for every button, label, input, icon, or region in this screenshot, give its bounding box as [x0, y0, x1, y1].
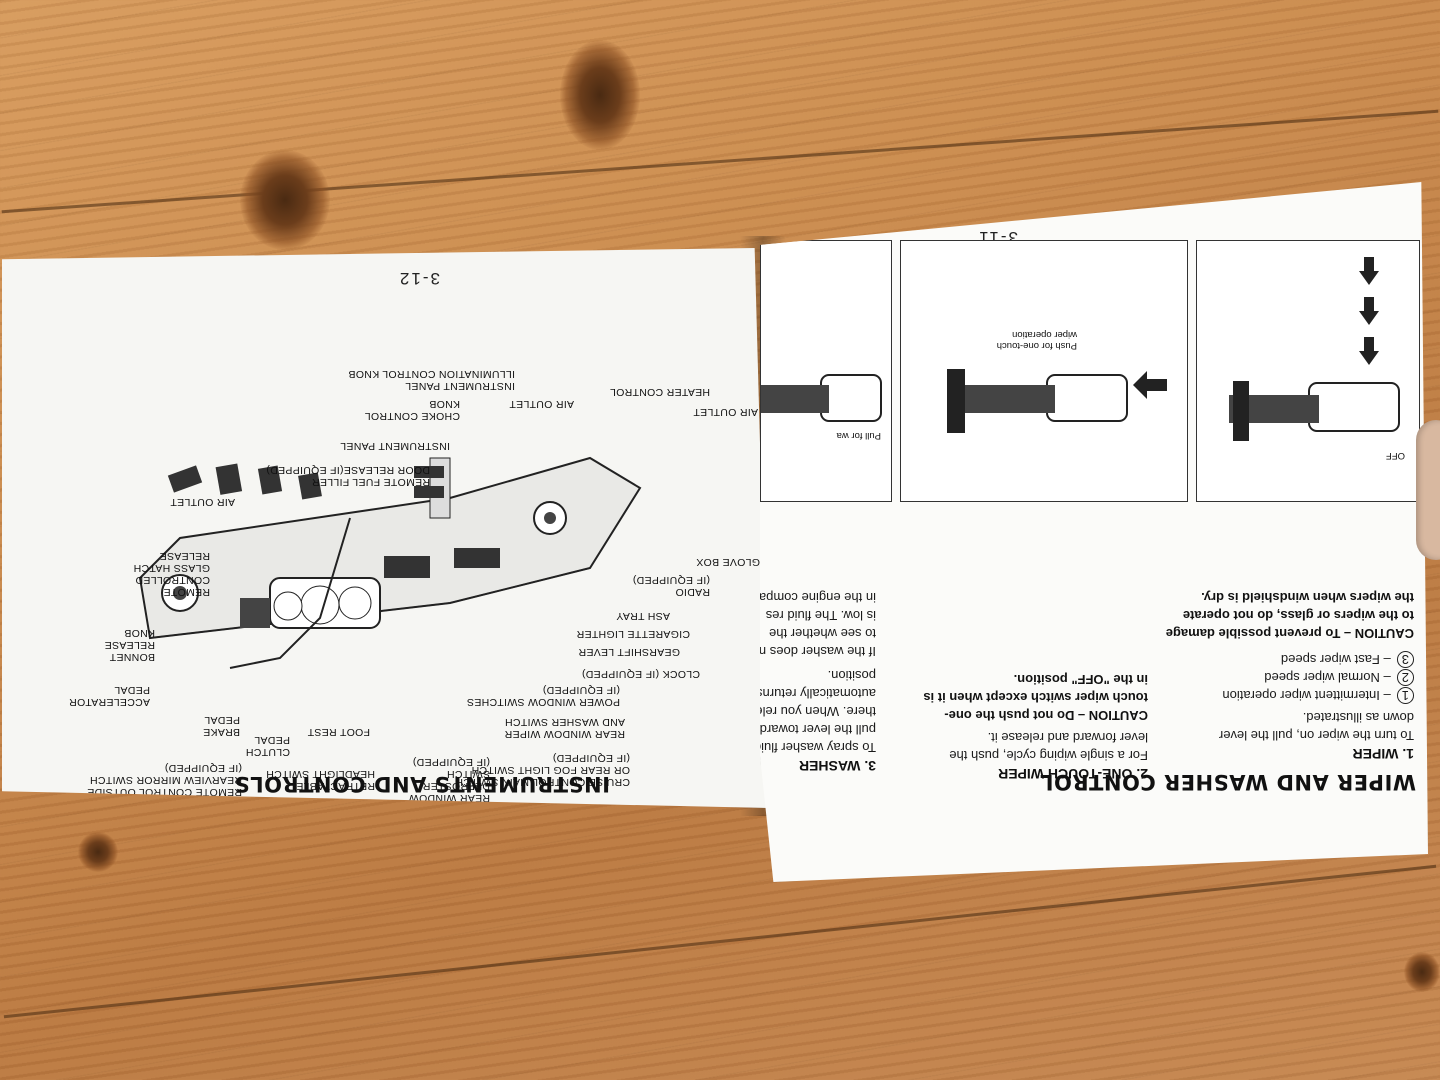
- label-radio: RADIO (if equipped): [632, 574, 710, 598]
- label-bonnet-release: BONNET RELEASE KNOB: [104, 627, 155, 663]
- wiper-lever-icon: [1229, 257, 1400, 441]
- wood-knot: [78, 832, 118, 872]
- label-gearshift: GEARSHIFT LEVER: [578, 646, 680, 658]
- label-brake: BRAKE PEDAL: [202, 714, 240, 738]
- arrow-right-icon: [1133, 371, 1167, 399]
- label-heater-control: HEATER CONTROL: [609, 386, 710, 398]
- vent-icon: [454, 548, 500, 568]
- one-touch-instructions: For a single wiping cycle, push the leve…: [949, 730, 1148, 763]
- label-rear-wiper-switch: REAR WINDOW WIPER AND WASHER SWITCH: [504, 716, 625, 740]
- label-choke-control: CHOKE CONTROL KNOB: [364, 398, 461, 422]
- washer-fluid-check: If the washer does no to see whether the…: [760, 590, 876, 659]
- manual-page-left: 3-12 INSTRUMENTS AND CONTROLS: [2, 248, 770, 808]
- figure-caption: Pull for wa: [836, 430, 881, 441]
- label-foot-rest: FOOT REST: [307, 726, 370, 738]
- speed-number: 3: [1396, 651, 1414, 668]
- arrow-up-icon: [1359, 257, 1379, 285]
- speed-item: 3 – Fast wiper speed: [1222, 650, 1414, 668]
- caution-one-touch: CAUTION – Do not push the one- touch wip…: [923, 672, 1148, 723]
- label-headlight-switch: RETRACTABLE HEADLIGHT SWITCH: [265, 768, 375, 792]
- wiper-lever-icon: [760, 374, 882, 422]
- wood-seam: [3, 864, 1437, 1019]
- section-title-washer: 3. WASHER: [798, 758, 876, 774]
- figure-one-touch: Push for one-touch wiper operation: [900, 240, 1188, 502]
- page-number: 3-12: [397, 269, 440, 288]
- wiper-instructions: To turn the wiper on, pull the lever dow…: [1218, 710, 1414, 743]
- figure-washer: Pull for wa: [760, 240, 892, 502]
- page-content-upside-down: 3-11 WIPER AND WASHER CONTROL 1. WIPER T…: [760, 182, 1428, 882]
- label-power-window: POWER WINDOW SWITCHES (if equipped): [466, 684, 620, 708]
- wood-knot: [1404, 952, 1440, 992]
- label-clutch: CLUTCH PEDAL: [245, 734, 290, 758]
- arrow-up-icon: [1359, 297, 1379, 325]
- wood-knot: [240, 150, 330, 250]
- caution-dry-windshield: CAUTION – To prevent possible damage to …: [1165, 590, 1414, 641]
- arrow-up-icon: [1359, 337, 1379, 365]
- label-cigarette-lighter: CIGARETTE LIGHTER: [576, 628, 690, 640]
- speed-text: – Normal wiper speed: [1264, 670, 1391, 685]
- manual-page-right: 3-11 WIPER AND WASHER CONTROL 1. WIPER T…: [760, 182, 1428, 882]
- label-mirror-switch: REMOTE CONTROL OUTSIDE REARVIEW MIRROR S…: [87, 762, 242, 798]
- speed-item: 1 – Intermittent wiper operation: [1222, 686, 1414, 704]
- label-ash-tray: ASH TRAY: [616, 610, 670, 622]
- label-clock: CLOCK (if equipped): [581, 668, 700, 680]
- wiper-lever-icon: [947, 369, 1167, 433]
- speed-text: – Intermittent wiper operation: [1222, 688, 1391, 703]
- speed-item: 2 – Normal wiper speed: [1222, 668, 1414, 686]
- label-fuel-filler: REMOTE FUEL FILLER DOOR RELEASE(if equip…: [266, 464, 430, 488]
- page-content-upside-down: 3-12 INSTRUMENTS AND CONTROLS: [2, 248, 770, 808]
- label-glove-box: GLOVE BOX: [696, 556, 760, 568]
- speed-text: – Fast wiper speed: [1280, 652, 1391, 667]
- label-air-outlet: AIR OUTLET: [509, 398, 574, 410]
- washer-instructions: To spray washer fluid o pull the lever t…: [760, 668, 876, 755]
- figure-caption: Push for one-touch wiper operation: [996, 329, 1077, 351]
- section-title-one-touch: 2. ONE-TOUCH WIPER: [998, 766, 1148, 782]
- wood-seam: [1, 109, 1439, 214]
- speed-number: 1: [1396, 687, 1414, 704]
- label-illumination-knob: INSTRUMENT PANEL ILLUMINATION CONTROL KN…: [348, 368, 515, 392]
- label-cruise-switch: CRUISE CONTROL MAIN SWITCH OR REAR FOG L…: [455, 752, 630, 788]
- label-off: OFF: [1386, 450, 1405, 461]
- label-accelerator: ACCELERATOR PEDAL: [68, 684, 150, 708]
- speed-number: 2: [1396, 669, 1414, 686]
- label-air-outlet: AIR OUTLET: [693, 406, 758, 418]
- label-glass-hatch: REMOTE CONTROLLED GLASS HATCH RELEASE: [133, 550, 210, 598]
- label-air-outlet: AIR OUTLET: [170, 496, 235, 508]
- thumb: [1416, 420, 1440, 560]
- figure-wiper-positions: OFF: [1196, 240, 1420, 502]
- speed-list: 1 – Intermittent wiper operation 2 – Norma…: [1222, 650, 1414, 704]
- section-title-wiper: 1. WIPER: [1352, 746, 1414, 762]
- dashboard-illustration: [138, 456, 642, 669]
- label-instrument-panel: INSTRUMENT PANEL: [339, 440, 450, 452]
- wood-knot: [560, 40, 640, 150]
